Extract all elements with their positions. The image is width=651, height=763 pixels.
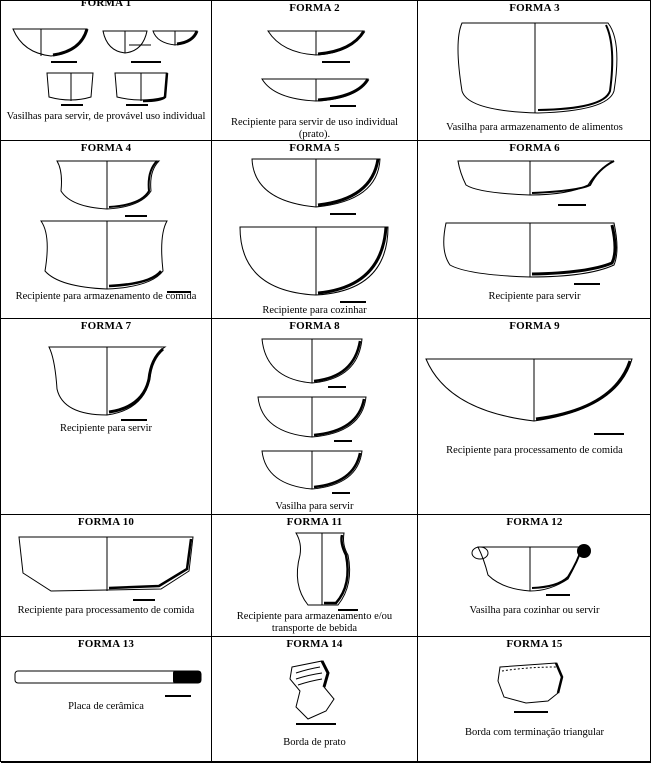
forma-8-cell: FORMA 8 Vasilha para servir [212, 319, 418, 515]
forma-4-title: FORMA 4 [80, 142, 132, 154]
forma-1-title: FORMA 1 [80, 1, 132, 9]
forma-7-caption: Recipiente para servir [59, 423, 153, 434]
forma-7-title: FORMA 7 [80, 320, 132, 332]
forma-1-cell: FORMA 1 Vasilhas para servir, de prováve… [1, 1, 212, 141]
forma-2-cell: FORMA 2 Recipiente para servir de uso in… [212, 1, 418, 141]
plate-rim-sherd-drawing-icon [289, 660, 336, 725]
forma-9-title: FORMA 9 [509, 320, 560, 332]
small-bowls-drawing-icon [257, 338, 367, 494]
forma-15-title: FORMA 15 [506, 638, 563, 650]
forma-4-cell: FORMA 4 Recipiente para armazenamento de… [1, 141, 212, 319]
storage-pot-drawing-icon [40, 160, 191, 293]
forma-8-title: FORMA 8 [289, 320, 340, 332]
forma-11-title: FORMA 11 [286, 516, 343, 528]
forma-7-cell: FORMA 7 Recipiente para servir [1, 319, 212, 515]
forma-5-caption: Recipiente para cozinhar [262, 305, 367, 316]
forma-3-title: FORMA 3 [509, 2, 560, 14]
ceramic-plate-drawing-icon [14, 670, 202, 697]
forma-4-caption: Recipiente para armazenamento de comida [15, 291, 197, 302]
forma-5-cell: FORMA 5 Recipiente para cozinhar [212, 141, 418, 319]
triangular-rim-sherd-drawing-icon [497, 662, 564, 713]
serving-bowl-drawing-icon [443, 160, 618, 285]
serving-bowls-drawing-icon [12, 28, 199, 106]
forma-14-caption: Borda de prato [283, 737, 346, 748]
cooking-pot-drawing-icon [239, 158, 389, 303]
forma-5-title: FORMA 5 [289, 142, 340, 154]
storage-vessel-drawing-icon [457, 22, 618, 114]
forma-12-title: FORMA 12 [506, 516, 563, 528]
forma-13-cell: FORMA 13 Placa de cerâmica [1, 637, 212, 763]
forma-6-caption: Recipiente para servir [488, 291, 581, 302]
plates-drawing-icon [261, 30, 370, 107]
forma-11-caption: Recipiente para armazenamento e/ou trans… [236, 611, 393, 634]
forma-10-caption: Recipiente para processamento de comida [17, 605, 195, 616]
forma-8-caption: Vasilha para servir [275, 501, 354, 512]
wide-basin-drawing-icon [425, 358, 633, 435]
carinated-basin-drawing-icon [18, 536, 194, 601]
forma-10-title: FORMA 10 [77, 516, 135, 528]
forma-13-caption: Placa de cerâmica [68, 701, 144, 712]
forma-11-cell: FORMA 11 Recipiente para armazenamento e… [212, 515, 418, 637]
forma-3-cell: FORMA 3 Vasilha para armazenamento de al… [418, 1, 651, 141]
jar-drawing-icon [295, 532, 358, 611]
forma-3-caption: Vasilha para armazenamento de alimentos [446, 122, 623, 133]
forma-6-cell: FORMA 6 Recipiente para servir [418, 141, 651, 319]
forma-14-title: FORMA 14 [286, 638, 343, 650]
forma-15-caption: Borda com terminação triangular [464, 727, 605, 738]
forma-9-caption: Recipiente para processamento de comida [446, 445, 623, 456]
forma-14-cell: FORMA 14 Borda de prato [212, 637, 418, 763]
forma-2-caption: Recipiente para servir de uso individual… [230, 117, 399, 140]
flared-bowl-drawing-icon [48, 346, 167, 421]
forma-6-title: FORMA 6 [509, 142, 560, 154]
forma-12-caption: Vasilha para cozinhar ou servir [469, 605, 600, 616]
forma-12-cell: FORMA 12 Vasilha para cozinhar ou servir [418, 515, 651, 637]
forma-10-cell: FORMA 10 Recipiente para processamento d… [1, 515, 212, 637]
forma-13-title: FORMA 13 [77, 638, 135, 650]
forma-2-title: FORMA 2 [289, 2, 340, 14]
handled-bowl-drawing-icon [471, 544, 591, 596]
forma-15-cell: FORMA 15 Borda com terminação triangular [418, 637, 651, 763]
forma-9-cell: FORMA 9 Recipiente para processamento de… [418, 319, 651, 515]
forma-1-caption: Vasilhas para servir, de provável uso in… [6, 111, 206, 122]
